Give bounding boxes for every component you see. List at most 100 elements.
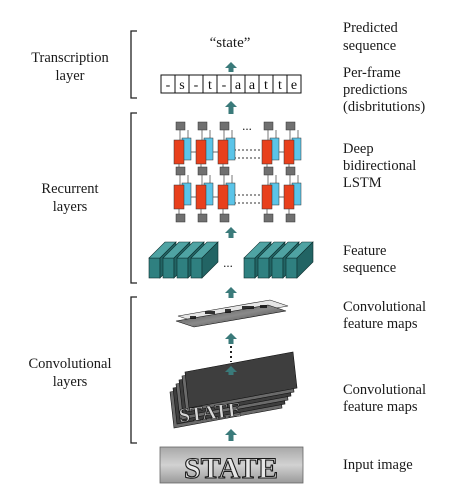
lstm-forward-cell — [195, 184, 207, 210]
lstm-gray-node — [219, 213, 230, 223]
lstm-unit — [217, 166, 236, 215]
lstm-unit — [261, 121, 280, 170]
frame-prediction-char: - — [166, 78, 171, 93]
svg-text:feature maps: feature maps — [343, 316, 418, 332]
svg-text:Convolutional: Convolutional — [29, 356, 112, 372]
frame-prediction-char: t — [208, 78, 212, 93]
svg-text:LSTM: LSTM — [343, 175, 382, 191]
svg-text:Feature: Feature — [343, 243, 386, 259]
lstm-ellipsis: ... — [242, 118, 252, 133]
up-arrow-icon — [225, 366, 237, 375]
feature-sequence-prisms — [148, 241, 314, 279]
lstm-forward-cell — [217, 139, 229, 165]
frame-prediction-cell: - — [160, 74, 176, 94]
up-arrow-icon — [225, 101, 237, 114]
lstm-forward-cell — [261, 184, 273, 210]
lstm-forward-cell — [283, 139, 295, 165]
frame-prediction-cell: t — [272, 74, 288, 94]
frame-prediction-char: - — [194, 78, 199, 93]
svg-text:Convolutional: Convolutional — [343, 382, 426, 398]
svg-text:sequence: sequence — [343, 38, 396, 54]
frame-prediction-char: - — [222, 78, 227, 93]
svg-text:bidirectional: bidirectional — [343, 158, 416, 174]
lstm-forward-cell — [283, 184, 295, 210]
lstm-forward-cell — [173, 139, 185, 165]
lstm-gray-node — [197, 121, 208, 131]
transcription-bracket — [130, 30, 137, 99]
up-arrow-icon — [225, 62, 237, 72]
frame-prediction-cell: a — [230, 74, 246, 94]
frame-prediction-char: a — [249, 78, 256, 93]
frame-prediction-cell: t — [202, 74, 218, 94]
per-frame-predictions-label: Per-frame predictions (disbritutions) — [343, 65, 425, 115]
convolutional-feature-maps-top-label: Convolutional feature maps — [343, 299, 426, 332]
lstm-gray-node — [285, 213, 296, 223]
conv-feature-map-layer — [184, 351, 298, 409]
feature-sequence-ellipsis: ... — [223, 255, 233, 270]
conv-feature-map-top — [175, 299, 289, 328]
svg-text:Transcription: Transcription — [31, 50, 109, 66]
lstm-unit — [283, 121, 302, 170]
feature-sequence-label: Feature sequence — [343, 243, 396, 276]
up-arrow-icon — [225, 333, 237, 344]
convolutional-feature-maps-bottom-label: Convolutional feature maps — [343, 382, 426, 415]
feature-prism — [190, 241, 219, 279]
lstm-forward-cell — [195, 139, 207, 165]
lstm-gray-node — [175, 213, 186, 223]
svg-text:(disbritutions): (disbritutions) — [343, 99, 425, 115]
svg-text:Predicted: Predicted — [343, 20, 399, 36]
convolutional-bracket — [130, 296, 137, 444]
lstm-forward-cell — [173, 184, 185, 210]
frame-prediction-char: t — [264, 78, 268, 93]
flow-arrows — [225, 62, 237, 441]
deep-bidirectional-lstm-label: Deep bidirectional LSTM — [343, 141, 416, 191]
lstm-gray-node — [263, 121, 274, 131]
frame-prediction-char: t — [278, 78, 282, 93]
lstm-gray-node — [197, 166, 208, 176]
frame-prediction-cell: e — [286, 74, 302, 94]
input-image-word: STATE — [184, 452, 278, 485]
svg-text:layers: layers — [53, 199, 88, 215]
lstm-gray-node — [197, 213, 208, 223]
svg-text:Deep: Deep — [343, 141, 374, 157]
lstm-forward-cell — [261, 139, 273, 165]
lstm-gray-node — [263, 213, 274, 223]
lstm-unit — [283, 166, 302, 215]
frame-prediction-char: e — [291, 78, 297, 93]
predicted-output-text: “state” — [210, 35, 251, 51]
svg-text:layers: layers — [53, 374, 88, 390]
svg-text:layer: layer — [56, 68, 85, 84]
input-image: STATE — [159, 446, 304, 486]
frame-prediction-cell: t — [258, 74, 274, 94]
lstm-grid — [173, 121, 302, 223]
lstm-gray-node — [219, 166, 230, 176]
lstm-gray-node — [175, 166, 186, 176]
recurrent-bracket — [130, 112, 137, 284]
conv-feature-maps-stack — [169, 351, 298, 429]
svg-text:sequence: sequence — [343, 260, 396, 276]
lstm-forward-cell — [217, 184, 229, 210]
svg-text:Convolutional: Convolutional — [343, 299, 426, 315]
svg-text:feature maps: feature maps — [343, 399, 418, 415]
svg-text:Per-frame: Per-frame — [343, 65, 401, 81]
frame-prediction-cell: - — [216, 74, 232, 94]
frame-prediction-char: a — [235, 78, 242, 93]
frame-prediction-cell: a — [244, 74, 260, 94]
frame-prediction-cell: s — [174, 74, 190, 94]
lstm-unit — [195, 166, 214, 215]
convolutional-layers-label: Convolutional layers — [29, 356, 112, 390]
up-arrow-icon — [225, 227, 237, 238]
up-arrow-icon — [225, 287, 237, 298]
svg-text:Input image: Input image — [343, 457, 413, 473]
lstm-unit — [195, 121, 214, 170]
lstm-unit — [173, 166, 192, 215]
transcription-layer-label: Transcription layer — [31, 50, 109, 84]
svg-text:predictions: predictions — [343, 82, 408, 98]
lstm-gray-node — [219, 121, 230, 131]
lstm-gray-node — [285, 166, 296, 176]
feature-prism — [285, 241, 314, 279]
recurrent-layers-label: Recurrent layers — [41, 181, 98, 215]
lstm-unit — [173, 121, 192, 170]
